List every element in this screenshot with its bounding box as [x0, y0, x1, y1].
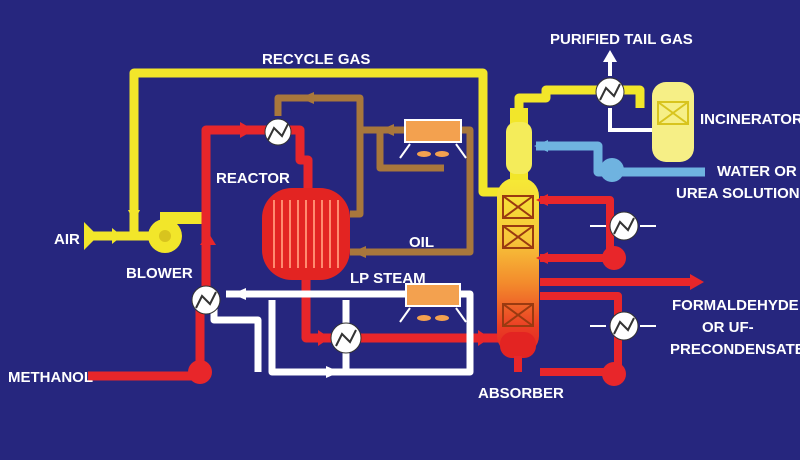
- label-lp-steam: LP STEAM: [350, 270, 426, 287]
- label-methanol: METHANOL: [8, 369, 93, 386]
- heat-exchanger-icon: [264, 118, 292, 146]
- label-incinerator: INCINERATOR: [700, 111, 800, 128]
- methanol-vaporizer: [188, 360, 212, 384]
- label-water-line1: WATER OR: [717, 163, 797, 180]
- label-oil: OIL: [409, 234, 434, 251]
- flow-arrow-icon: [200, 232, 216, 245]
- oil-cooler: [399, 119, 467, 159]
- pumparound-loops: [540, 196, 690, 380]
- reactor: [262, 188, 350, 280]
- water-pump-icon: [600, 158, 624, 182]
- label-water-line2: UREA SOLUTION: [676, 185, 800, 202]
- heat-exchanger-icon: [191, 285, 221, 315]
- label-recycle-gas: RECYCLE GAS: [262, 51, 370, 68]
- label-purified-tail-gas: PURIFIED TAIL GAS: [550, 31, 693, 48]
- flow-arrow-icon: [536, 252, 548, 264]
- reactor-product-line: [301, 280, 500, 343]
- incinerator: [652, 82, 694, 162]
- heat-exchanger-icon: [330, 322, 362, 354]
- cooler-fan-icon: [417, 151, 431, 157]
- flow-arrow-icon: [326, 366, 340, 378]
- label-formaldehyde-line2: OR UF-: [702, 319, 754, 336]
- flow-arrow-icon: [534, 140, 548, 152]
- label-air: AIR: [54, 231, 80, 248]
- flow-arrow-icon: [318, 330, 330, 346]
- flow-arrow-icon: [352, 246, 366, 258]
- flow-arrow-icon: [690, 274, 704, 290]
- recycle-gas-line: [129, 68, 508, 232]
- label-blower: BLOWER: [126, 265, 193, 282]
- steam-cooler: [399, 283, 467, 323]
- absorber: [497, 108, 539, 372]
- flow-arrow-icon: [536, 194, 548, 206]
- label-formaldehyde-line1: FORMALDEHYDE: [672, 297, 799, 314]
- air-line: [84, 222, 150, 250]
- flow-arrow-icon: [128, 210, 140, 222]
- flow-arrow-icon: [232, 288, 246, 300]
- flow-arrow-icon: [240, 122, 254, 138]
- heat-exchanger-icon: [590, 211, 656, 241]
- label-absorber: ABSORBER: [478, 385, 564, 402]
- label-reactor: REACTOR: [216, 170, 290, 187]
- blower-icon: [148, 212, 206, 253]
- label-formaldehyde-line3: PRECONDENSATE: [670, 341, 800, 358]
- tail-gas-line: [514, 85, 645, 110]
- heat-exchanger-icon: [590, 311, 656, 341]
- flow-arrow-icon: [603, 50, 617, 62]
- heat-exchanger-icon: [595, 77, 625, 107]
- flow-arrow-icon: [300, 92, 314, 104]
- flow-arrow-icon: [380, 124, 394, 136]
- flow-arrow-icon: [478, 330, 490, 346]
